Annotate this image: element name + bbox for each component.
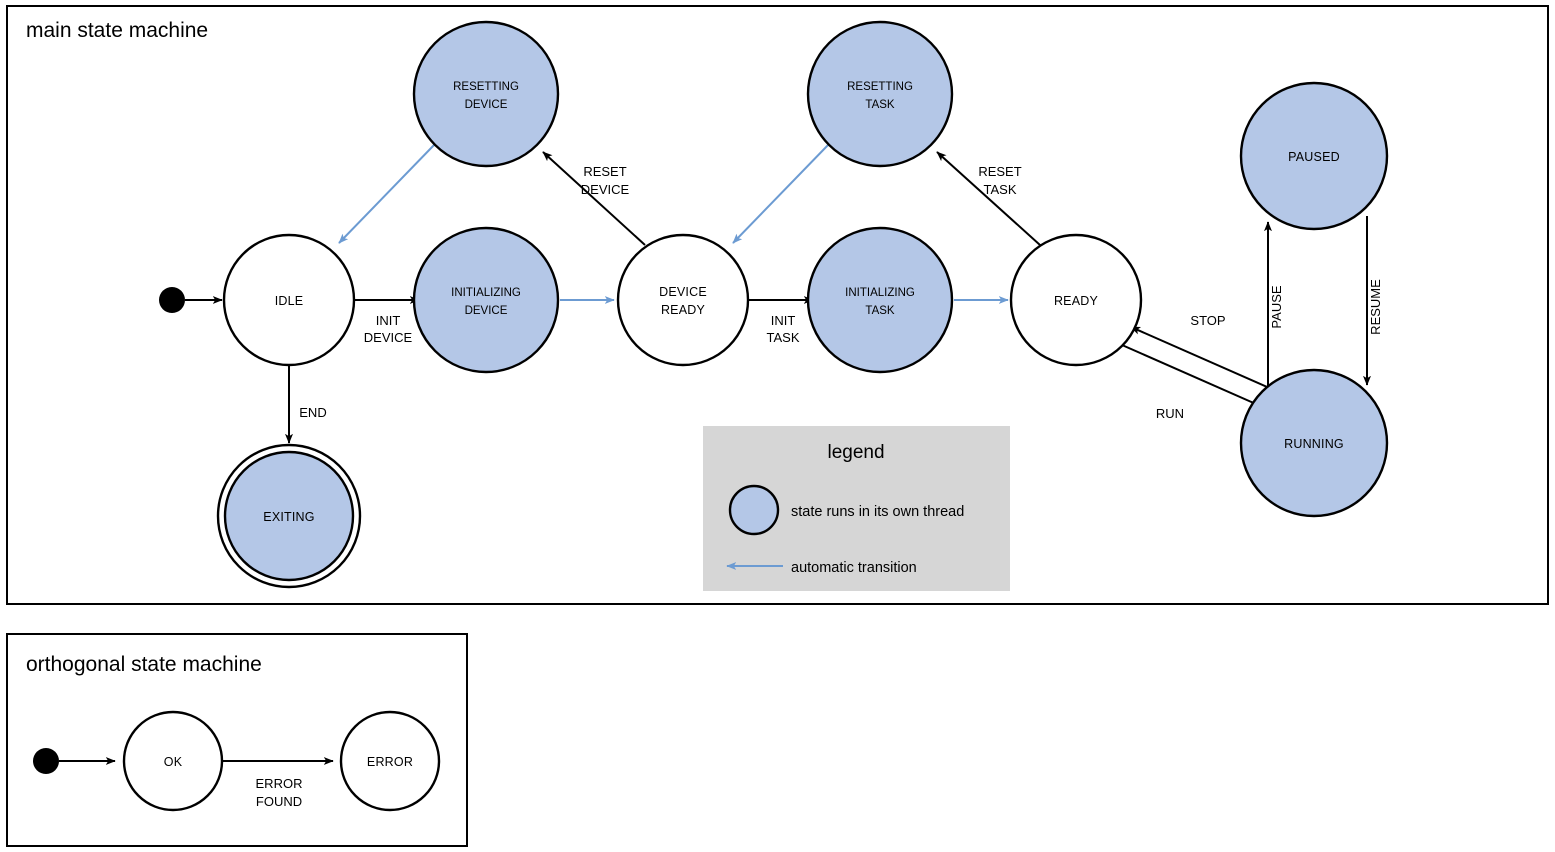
state-label-device-ready-2: READY (661, 303, 706, 317)
state-node-idle[interactable] (222, 233, 356, 367)
orthogonal-frame-title: orthogonal state machine (26, 653, 262, 676)
state-node-exiting[interactable] (223, 450, 355, 582)
state-label-ok: OK (164, 755, 183, 769)
edge-label-init-device-1: INIT (376, 313, 401, 328)
state-label-initializing-task-1: INITIALIZING (845, 287, 915, 299)
edge-label-stop: STOP (1190, 313, 1225, 328)
edge-label-error-found-1: ERROR (256, 776, 303, 791)
legend-item-thread-label: state runs in its own thread (791, 504, 964, 520)
main-frame-title: main state machine (26, 19, 208, 42)
state-node-initializing-device[interactable] (412, 226, 560, 374)
state-label-initializing-device-2: DEVICE (465, 305, 508, 317)
orthogonal-start-node (33, 748, 59, 774)
edge-label-reset-device-1: RESET (583, 164, 626, 179)
edge-label-error-found-2: FOUND (256, 794, 302, 809)
edge-label-run: RUN (1156, 406, 1184, 421)
edge-resetting-task-to-device-ready (732, 143, 830, 244)
edge-running-to-ready (1130, 326, 1275, 391)
state-label-resetting-device-1: RESETTING (453, 81, 519, 93)
edge-ready-to-resetting-task (936, 151, 1041, 246)
state-label-initializing-task-2: TASK (865, 305, 895, 317)
main-start-node (159, 287, 185, 313)
legend-thread-swatch-icon (728, 484, 780, 536)
state-node-error[interactable] (339, 710, 441, 812)
state-node-resetting-device[interactable] (412, 20, 560, 168)
state-node-paused[interactable] (1239, 81, 1389, 231)
state-label-resetting-task-1: RESETTING (847, 81, 913, 93)
state-label-exiting: EXITING (263, 510, 314, 524)
state-node-exiting-outer-ring (216, 443, 362, 589)
edge-label-end: END (299, 405, 326, 420)
state-node-device-ready[interactable] (616, 233, 750, 367)
state-label-resetting-task-2: TASK (865, 99, 895, 111)
state-label-ready: READY (1054, 294, 1099, 308)
edge-resetting-device-to-idle (338, 143, 436, 244)
legend-item-auto-label: automatic transition (791, 560, 917, 576)
state-label-running: RUNNING (1284, 437, 1344, 451)
state-node-initializing-task[interactable] (806, 226, 954, 374)
state-label-initializing-device-1: INITIALIZING (451, 287, 521, 299)
edge-ready-to-running (1121, 344, 1266, 409)
state-label-device-ready-1: DEVICE (659, 285, 707, 299)
edge-label-reset-task-1: RESET (978, 164, 1021, 179)
edge-label-pause: PAUSE (1269, 285, 1284, 328)
state-node-running[interactable] (1239, 368, 1389, 518)
legend-title: legend (827, 442, 884, 463)
edge-device-ready-to-resetting-device (542, 151, 646, 246)
edge-label-resume: RESUME (1368, 279, 1383, 335)
state-label-resetting-device-2: DEVICE (465, 99, 508, 111)
edge-label-init-device-2: DEVICE (364, 330, 413, 345)
edge-label-init-task-1: INIT (771, 313, 796, 328)
state-label-paused: PAUSED (1288, 150, 1340, 164)
state-label-error: ERROR (367, 755, 413, 769)
edge-label-reset-task-2: TASK (984, 182, 1017, 197)
state-label-idle: IDLE (275, 294, 304, 308)
edge-label-init-task-2: TASK (767, 330, 800, 345)
state-node-ready[interactable] (1009, 233, 1143, 367)
edge-label-reset-device-2: DEVICE (581, 182, 630, 197)
state-node-resetting-task[interactable] (806, 20, 954, 168)
